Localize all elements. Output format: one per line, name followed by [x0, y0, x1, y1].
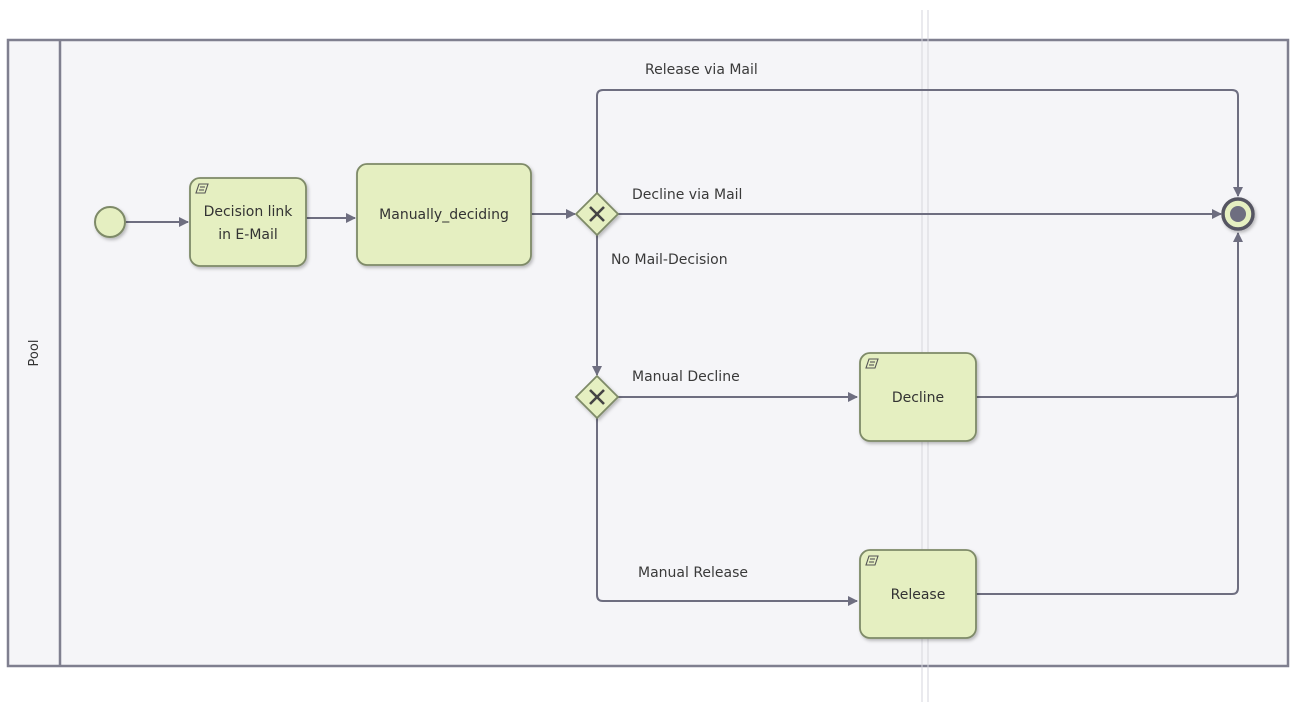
script-icon	[865, 555, 879, 566]
flow-label-manual-decline: Manual Decline	[632, 369, 740, 385]
script-icon	[195, 183, 209, 194]
flow-release-to-end[interactable]	[976, 391, 1239, 595]
task-release[interactable]: Release	[859, 549, 977, 639]
task-release-label: Release	[891, 587, 946, 603]
pool-label: Pool	[27, 340, 42, 367]
task-decision-link-label-line1: Decision link	[204, 204, 294, 220]
x-marker-icon	[589, 389, 605, 405]
flow-label-manual-release: Manual Release	[638, 565, 748, 581]
exclusive-gateway-manual-decision[interactable]	[574, 374, 620, 420]
exclusive-gateway-mail-decision[interactable]	[574, 191, 620, 237]
flow-label-release-via-mail: Release via Mail	[645, 62, 758, 78]
script-icon	[865, 358, 879, 369]
flow-release-via-mail[interactable]	[596, 89, 1243, 197]
flow-label-decline-via-mail: Decline via Mail	[632, 187, 742, 203]
task-decline-label: Decline	[892, 390, 944, 406]
task-decision-link[interactable]: Decision link in E-Mail	[189, 177, 307, 267]
pool[interactable]: Pool	[6, 38, 1290, 668]
x-marker-icon	[589, 206, 605, 222]
flow-label-no-mail-decision: No Mail-Decision	[611, 252, 728, 268]
task-decision-link-label-line2: in E-Mail	[218, 227, 278, 243]
task-manually-deciding-label: Manually_deciding	[379, 207, 509, 223]
flow-manual-release[interactable]	[596, 418, 858, 606]
start-event[interactable]	[94, 206, 126, 238]
task-manually-deciding[interactable]: Manually_deciding	[356, 163, 532, 266]
end-event[interactable]	[1221, 197, 1255, 231]
task-decline[interactable]: Decline	[859, 352, 977, 442]
end-event-inner-icon	[1230, 206, 1246, 222]
